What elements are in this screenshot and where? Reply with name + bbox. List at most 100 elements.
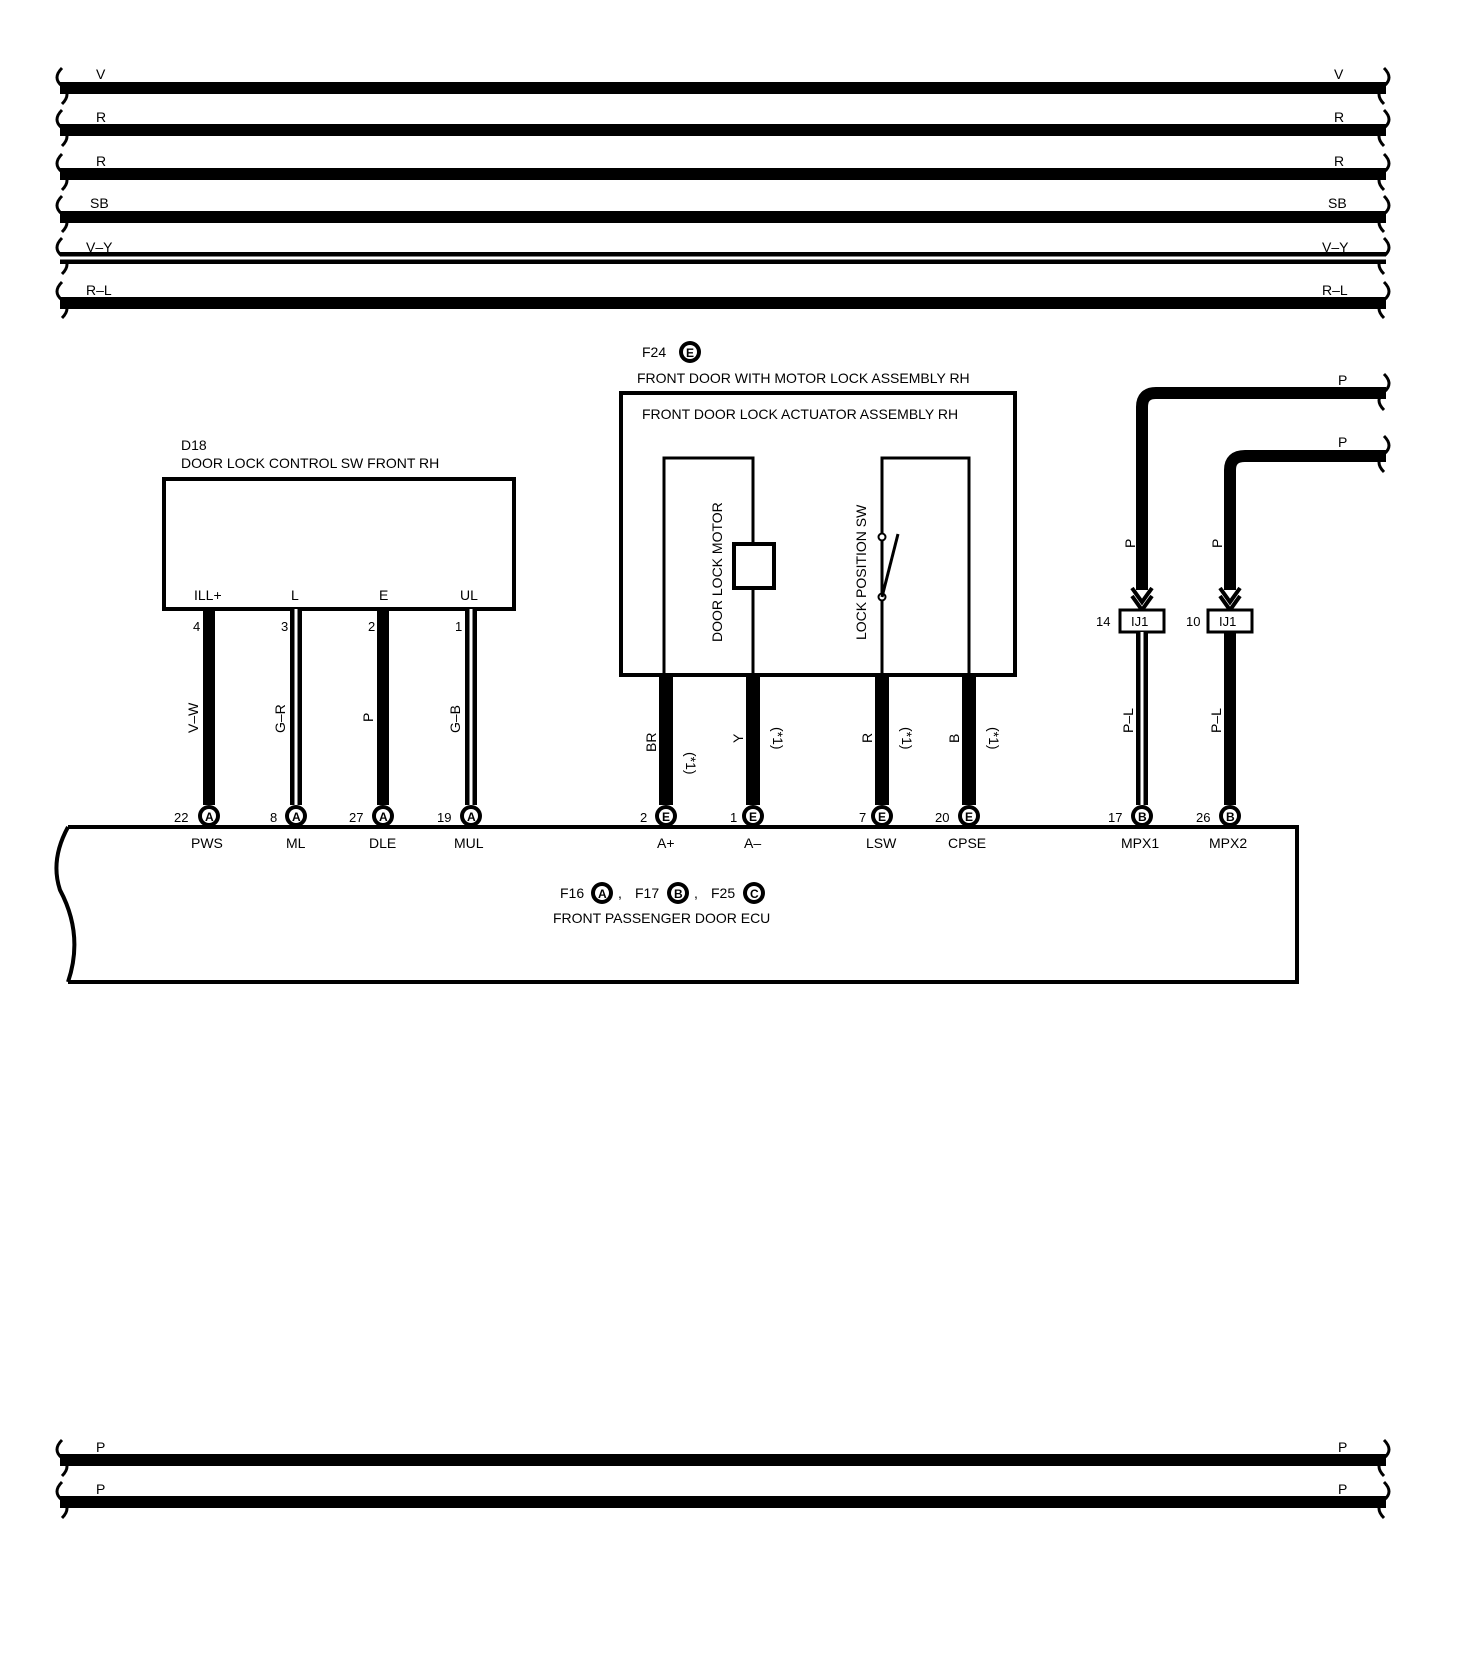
wire-note: (*1) — [986, 727, 1002, 750]
wire-color: G–B — [447, 705, 463, 733]
bus-wire-label-right: V–Y — [1322, 239, 1349, 255]
bus-wire-label-right: R — [1334, 109, 1344, 125]
connector-letter: B — [674, 887, 683, 901]
ecu-break — [54, 826, 77, 983]
terminal-number: 19 — [437, 810, 451, 825]
d18-switch: D18 DOOR LOCK CONTROL SW FRONT RH ILL+ L… — [162, 437, 516, 805]
connector-letter: E — [878, 810, 886, 824]
switch-contact — [877, 532, 887, 542]
connector-letter: E — [965, 810, 973, 824]
switch-blade — [880, 533, 900, 598]
connector-code: F25 — [711, 885, 735, 901]
ecu-terminal: 27 A DLE — [349, 805, 396, 851]
f24-code: F24 — [642, 344, 666, 360]
ecu-terminal: 7 E LSW — [859, 805, 897, 851]
ecu-terminal: 8 A ML — [270, 805, 307, 851]
d18-pin-number: 3 — [281, 619, 288, 634]
wire-note: (*1) — [683, 752, 699, 775]
bus-wire-label-right: V — [1334, 66, 1344, 82]
bus-wire-label-left: P — [96, 1481, 105, 1497]
bus-wire: P P — [55, 1438, 1391, 1478]
bus-wire-label-left: P — [96, 1439, 105, 1455]
connector-letter: A — [467, 810, 476, 824]
connector-letter: E — [662, 810, 670, 824]
terminal-name: MUL — [454, 835, 484, 851]
bus-wire: P P — [55, 1480, 1391, 1520]
bus-wire: R R — [55, 108, 1391, 148]
connector-code: F16 — [560, 885, 584, 901]
wire-note: (*1) — [899, 727, 915, 750]
bus-wire-label-left: V — [96, 66, 106, 82]
terminal-name: LSW — [866, 835, 897, 851]
bus-wire-label-right: P — [1338, 1439, 1347, 1455]
bus-wire-label-right: R — [1334, 153, 1344, 169]
d18-pin-label: UL — [460, 587, 478, 603]
bus-wire-label-left: R — [96, 153, 106, 169]
terminal-name: ML — [286, 835, 306, 851]
connector-letter: B — [1226, 810, 1235, 824]
top-bus: V V R R R R SB SB V–Y — [55, 66, 1391, 320]
bus-wire: R R — [55, 152, 1391, 192]
f24-inner-name: FRONT DOOR LOCK ACTUATOR ASSEMBLY RH — [642, 406, 958, 422]
d18-name: DOOR LOCK CONTROL SW FRONT RH — [181, 455, 439, 471]
junction-pin: 10 — [1186, 614, 1200, 629]
connector-letter: E — [686, 346, 694, 360]
wire-color: G–R — [272, 704, 288, 733]
bus-wire-label-left: R–L — [86, 282, 112, 298]
bus-wire-label-left: R — [96, 109, 106, 125]
wire-p-lower — [1224, 450, 1386, 590]
wire-color: P — [1338, 434, 1347, 450]
bus-wire: SB SB — [55, 194, 1391, 234]
terminal-number: 20 — [935, 810, 949, 825]
bus-wire-label-left: V–Y — [86, 239, 113, 255]
ecu-terminal: 17 B MPX1 — [1108, 805, 1159, 851]
junction-arrow — [1218, 586, 1242, 606]
wire-p-upper — [1136, 387, 1386, 590]
bus-wire-label-right: R–L — [1322, 282, 1348, 298]
bus-wire-label-right: SB — [1328, 195, 1347, 211]
terminal-number: 7 — [859, 810, 866, 825]
wire-color: B — [946, 734, 962, 743]
wire-color: Y — [730, 733, 746, 743]
terminal-number: 22 — [174, 810, 188, 825]
terminal-name: PWS — [191, 835, 223, 851]
terminal-name: A– — [744, 835, 761, 851]
d18-pin-number: 1 — [455, 619, 462, 634]
separator: , — [618, 885, 622, 901]
d18-pin-number: 4 — [193, 619, 200, 634]
switch-label: LOCK POSITION SW — [853, 504, 869, 640]
terminal-number: 8 — [270, 810, 277, 825]
motor-symbol — [732, 542, 776, 590]
terminal-number: 1 — [730, 810, 737, 825]
ecu-terminal: 22 A PWS — [174, 805, 223, 851]
junction-label: IJ1 — [1131, 614, 1148, 629]
wire-note: (*1) — [770, 727, 786, 750]
bus-wire: R–L R–L — [55, 280, 1391, 320]
ecu-connector-list: F16 A , F17 B , F25 C — [560, 882, 765, 904]
connector-code: F17 — [635, 885, 659, 901]
d18-pin-label: ILL+ — [194, 587, 222, 603]
wire-color: P — [1209, 539, 1225, 548]
connector-letter: A — [292, 810, 301, 824]
d18-box — [162, 477, 516, 611]
terminal-name: MPX2 — [1209, 835, 1247, 851]
junction-arrow — [1130, 586, 1154, 606]
ecu-terminal: 2 E A+ — [640, 805, 677, 851]
terminal-name: MPX1 — [1121, 835, 1159, 851]
terminal-number: 2 — [640, 810, 647, 825]
wire-color: P–L — [1208, 708, 1224, 733]
connector-letter: A — [598, 887, 607, 901]
connector-letter: A — [379, 810, 388, 824]
ecu-terminal: 20 E CPSE — [935, 805, 986, 851]
junction-pin: 14 — [1096, 614, 1110, 629]
bus-wire: V–Y V–Y — [55, 236, 1391, 276]
terminal-number: 26 — [1196, 810, 1210, 825]
terminal-number: 17 — [1108, 810, 1122, 825]
front-passenger-door-ecu: 22 A PWS 8 A ML 27 A DLE 19 A MUL — [54, 805, 1299, 984]
bus-wire: V V — [55, 66, 1391, 106]
d18-code: D18 — [181, 437, 207, 453]
junction-label: IJ1 — [1219, 614, 1236, 629]
bus-wire-label-left: SB — [90, 195, 109, 211]
ecu-terminal: 26 B MPX2 — [1196, 805, 1247, 851]
